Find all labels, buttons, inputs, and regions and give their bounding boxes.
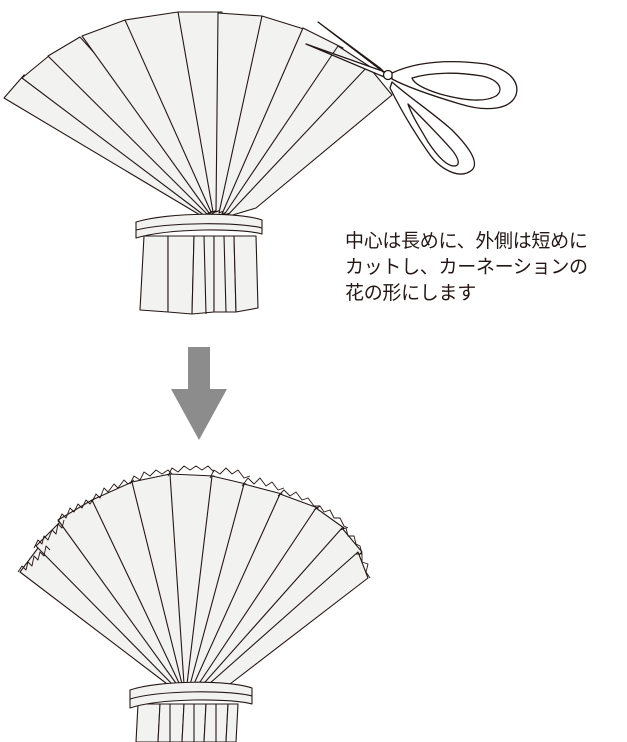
pleated-fan-before-cut (3, 11, 393, 315)
instruction-line-3: 花の形にします (345, 282, 476, 304)
carnation-shape-after-cut (17, 465, 371, 742)
instruction-text: 中心は長めに、外側は短めに カットし、カーネーションの 花の形にします (345, 228, 625, 306)
instruction-line-2: カットし、カーネーションの (345, 256, 588, 278)
down-arrow-icon (171, 347, 227, 440)
scissors-icon (305, 21, 518, 175)
instruction-line-1: 中心は長めに、外側は短めに (345, 230, 588, 252)
